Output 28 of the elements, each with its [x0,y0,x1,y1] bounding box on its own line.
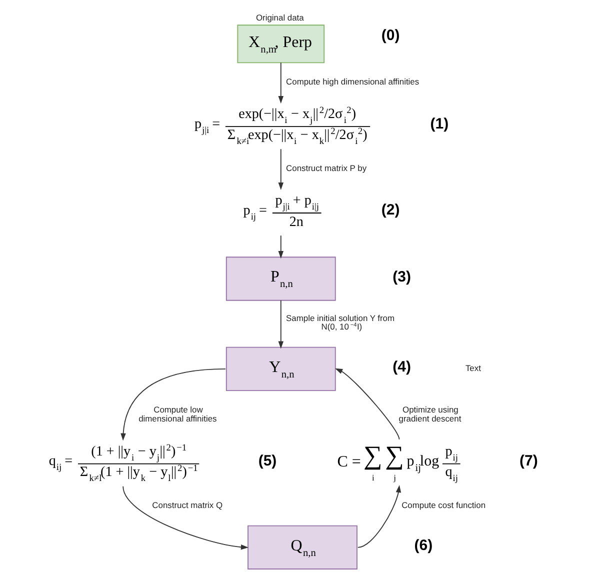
node-text: q$_{ij}$ = (1 + ||y$_{i}$ − y$_{j}$||$^{2}$)$^{−1}$ Σ$_{k≠l}$(1 + ||y$_{k}$ − y$_{l}$||$^{2}$)$^{−1}$ [48,443,198,484]
arrow [278,148,284,190]
node-label: (4) [392,358,411,376]
node-label: (1) [430,115,448,132]
node-label: (7) [518,452,538,470]
edge-label: Construct matrix P by [286,162,366,173]
node-label: (5) [258,452,276,470]
arrow [122,486,248,550]
node-label: (6) [414,537,432,554]
node-label: (2) [380,202,400,219]
node-text: p$_{j|i}$ = exp(−||x$_{i}$ − x$_{j}$||$^{2}$/2σ$_{i}$$^{2}$) Σ$_{k≠i}$exp(−||x$_{i}$ − x$_{k}$||$^{2}$/2σ$_{i}$$^{2}$) [194,106,367,147]
arrow [334,368,400,440]
edge-label: Compute cost function [401,500,486,510]
arrow [278,300,284,349]
node-label: (3) [392,268,411,286]
edge-label: Optimize using gradient descent [398,404,461,424]
arrow [278,235,284,259]
node-label: Original data [255,12,304,23]
arrow [278,62,284,104]
node-label: (0) [380,26,400,44]
label: Text [464,363,480,374]
arrow [120,368,226,441]
arrow [356,484,401,548]
edge-label: Compute low dimensional affinities [138,404,216,424]
edge-label: Construct matrix Q [152,500,222,510]
node-text: p$_{ij}$ = p$_{j|i}$ + p$_{i|j}$ 2n [242,192,318,230]
edge-label: Sample initial solution Y from N(0, 10$^{−4}$I) [286,313,394,332]
edge-label: Compute high dimensional affinities [286,76,419,86]
